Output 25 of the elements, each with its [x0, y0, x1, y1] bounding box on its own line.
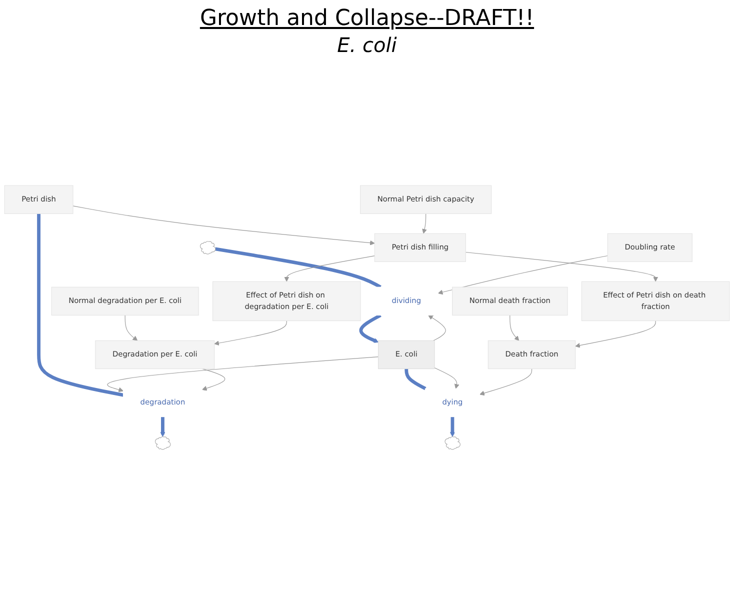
arrow [434, 366, 460, 388]
arrow [575, 320, 656, 348]
arrow [438, 255, 608, 294]
arrow [465, 251, 658, 282]
node-cloud [444, 436, 460, 450]
arrow [480, 368, 532, 396]
arrow [422, 212, 427, 234]
arrow [359, 313, 382, 342]
arrow [202, 368, 226, 390]
diagram-title: Growth and Collapse--DRAFT!! [200, 6, 534, 31]
connector [215, 246, 382, 288]
node-cloud [200, 240, 216, 254]
connector [404, 368, 426, 390]
connector [37, 213, 124, 396]
arrow [160, 416, 166, 436]
arrow [510, 314, 520, 340]
arrow [450, 416, 455, 436]
arrow [284, 255, 375, 282]
node-cloud [154, 436, 171, 450]
arrow [428, 314, 446, 340]
arrow [124, 314, 138, 340]
arrow [72, 205, 375, 245]
arrow [214, 320, 287, 346]
arrow [107, 356, 379, 392]
subtitle-text: E. coli [337, 33, 397, 57]
